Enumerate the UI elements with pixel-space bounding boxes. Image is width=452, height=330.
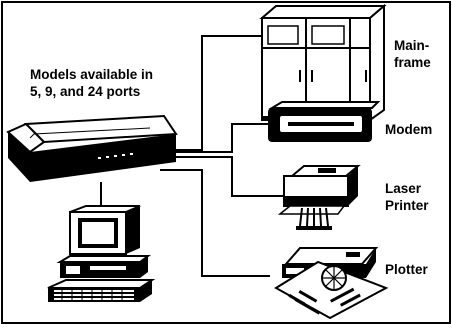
diagram-border <box>1 1 451 324</box>
line-to-modem <box>172 123 268 153</box>
mainframe-label-line-1: Main- <box>394 38 430 53</box>
ports-caption-line-2: 5, 9, and 24 ports <box>30 84 141 99</box>
line-to-mainframe <box>172 35 262 151</box>
computer-terminal-icon <box>47 205 156 302</box>
ports-caption-line-1: Models available in <box>30 67 154 82</box>
plotter-icon <box>274 247 389 320</box>
ports-caption: Models available in 5, 9, and 24 ports <box>30 66 153 100</box>
modem-label: Modem <box>385 121 432 138</box>
line-to-laser-printer <box>172 156 284 197</box>
mainframe-label: Main- frame <box>394 37 431 71</box>
laser-printer-label-line-1: Laser <box>385 181 422 196</box>
laser-printer-icon <box>277 165 361 230</box>
modem-label-line-1: Modem <box>385 122 433 137</box>
modem-icon <box>268 101 381 142</box>
port-lights <box>98 153 133 159</box>
connection-lines <box>100 35 284 277</box>
plotter-label: Plotter <box>385 261 428 278</box>
laser-printer-label-line-2: Printer <box>385 198 429 213</box>
plotter-label-line-1: Plotter <box>385 262 428 277</box>
line-to-plotter <box>160 169 270 277</box>
laser-printer-label: Laser Printer <box>385 180 429 214</box>
mainframe-label-line-2: frame <box>394 55 431 70</box>
port-switch-box-icon <box>6 114 178 182</box>
